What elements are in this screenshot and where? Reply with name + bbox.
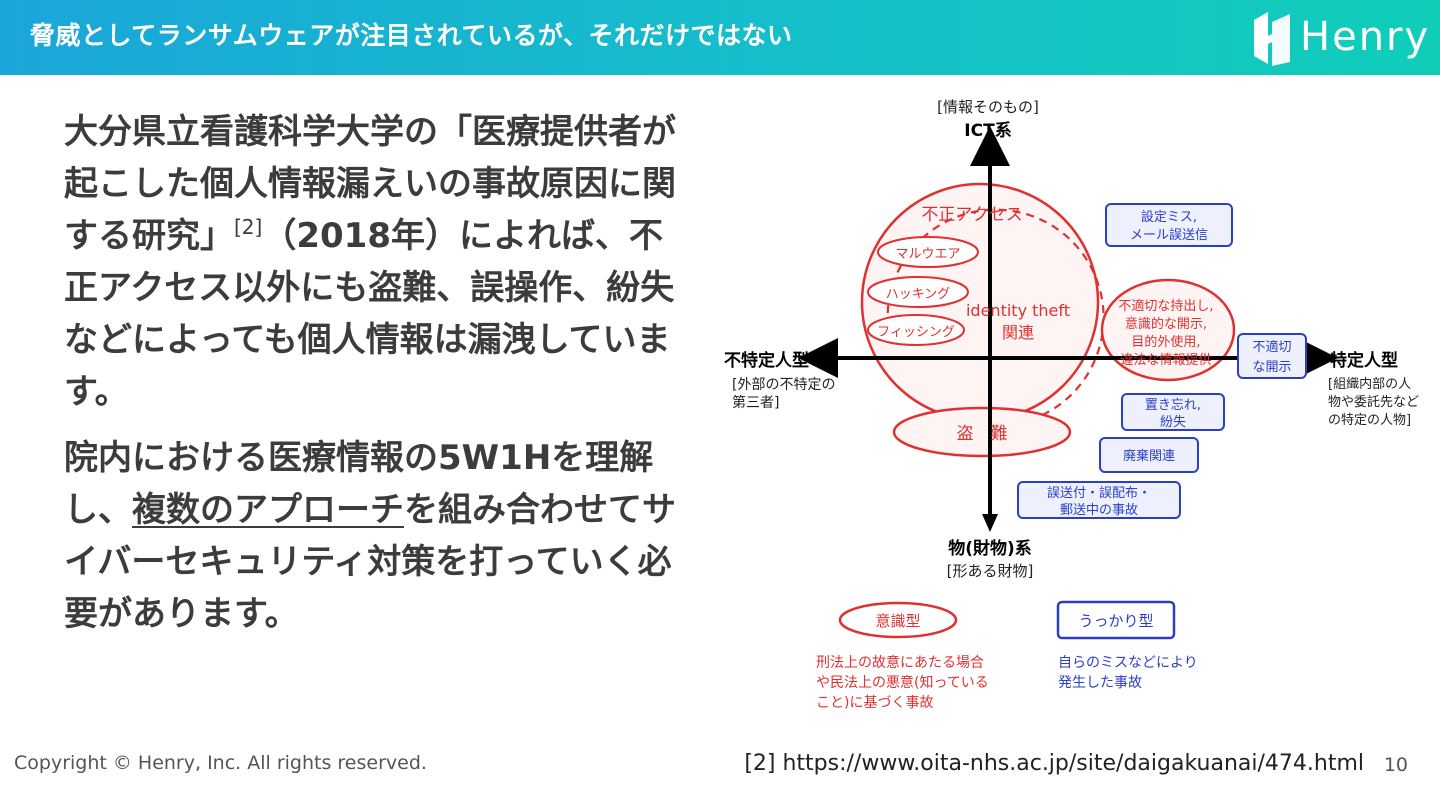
lost-line-1: 置き忘れ,	[1145, 398, 1201, 413]
careless-desc-1: 自らのミスなどにより	[1058, 655, 1198, 671]
lost-box	[1121, 393, 1225, 431]
slide-title: 脅威としてランサムウェアが注目されているが、それだけではない	[30, 21, 793, 50]
left-label: 不特定人型	[724, 350, 809, 371]
conscious-desc-1: 刑法上の故意にあたる場合	[816, 654, 984, 671]
inappropriate-line-3: 目的外使用,	[1131, 334, 1200, 350]
inappropriate-ellipse	[1100, 278, 1236, 382]
settings-error-line-2: メール誤送信	[1130, 227, 1208, 243]
axis-down-arrowhead	[982, 514, 998, 532]
right-note-1: [組織内部の人	[1328, 376, 1411, 392]
legend-conscious-ellipse	[838, 601, 958, 639]
phishing-ellipse	[867, 314, 965, 346]
inappropriate-line-4: 違法な情報提供	[1120, 352, 1211, 368]
body-text: 大分県立看護科学大学の「医療提供者が起こした個人情報漏えいの事故原因に関する研究…	[64, 106, 680, 640]
hacking-ellipse	[867, 276, 969, 308]
henry-logo: Henry	[1252, 10, 1428, 66]
disposal-label: 廃棄関連	[1123, 448, 1175, 464]
improper-disclosure-box	[1237, 333, 1307, 379]
identity-theft-label-2: 関連	[1002, 323, 1034, 342]
right-note-3: の特定の人物]	[1328, 413, 1411, 428]
settings-error-box	[1105, 203, 1233, 247]
right-label: 特定人型	[1330, 350, 1398, 371]
conscious-desc-3: こと)に基づく事故	[816, 694, 933, 711]
right-note-2: 物や委託先など	[1328, 394, 1419, 410]
inappropriate-line-2: 意識的な開示,	[1125, 316, 1207, 332]
underlined-phrase: 複数のアプローチ	[132, 490, 404, 530]
diagram-svg: [情報そのもの] ICT系 物(財物)系 [形ある財物] 不特定人型 [外部の不…	[724, 98, 1419, 711]
theft-ellipse	[892, 406, 1072, 458]
legend-careless-label: うっかり型	[1078, 612, 1153, 630]
paragraph-approach-rest: を組み合わせてサイバーセキュリティ対策を打っていく必要があります。	[64, 490, 676, 634]
identity-theft-label: identity theft	[966, 301, 1070, 320]
incident-cause-diagram: [情報そのもの] ICT系 物(財物)系 [形ある財物] 不特定人型 [外部の不…	[718, 92, 1440, 722]
copyright: Copyright © Henry, Inc. All rights reser…	[14, 752, 427, 774]
unauthorized-access-label: 不正アクセス	[921, 205, 1022, 225]
henry-logo-icon	[1254, 12, 1290, 66]
legend-conscious-label: 意識型	[875, 612, 920, 630]
paragraph-research-rest: （2018年）によれば、不正アクセス以外にも盗難、誤操作、紛失などによっても個人…	[64, 216, 675, 412]
careless-desc-2: 発生した事故	[1058, 675, 1142, 691]
bottom-label: 物(財物)系	[948, 538, 1032, 559]
settings-error-line-1: 設定ミス,	[1141, 209, 1197, 225]
improper-disclosure-line-2: な開示	[1252, 360, 1291, 375]
misdelivery-line-1: 誤送付・誤配布・	[1047, 485, 1151, 501]
theft-label: 盗 難	[957, 424, 1008, 444]
misdelivery-box	[1017, 481, 1181, 519]
top-label: ICT系	[964, 121, 1011, 141]
left-note-1: [外部の不特定の	[732, 377, 835, 393]
logo-wordmark: Henry	[1300, 14, 1431, 60]
improper-disclosure-line-1: 不適切	[1252, 339, 1291, 355]
paragraph-approach-lead: 院内における医療情報の5W1Hを理解し、	[64, 438, 654, 530]
legend-careless-box	[1056, 600, 1176, 640]
paragraph-research-lead: 大分県立看護科学大学の「医療提供者が起こした個人情報漏えいの事故原因に関する研究…	[64, 112, 676, 256]
lost-line-2: 紛失	[1160, 415, 1186, 430]
misdelivery-line-2: 郵送中の事故	[1060, 503, 1138, 518]
disposal-box	[1099, 437, 1199, 473]
bottom-note: [形ある財物]	[947, 562, 1034, 580]
top-note: [情報そのもの]	[937, 98, 1039, 116]
paragraph-approach: 院内における医療情報の5W1Hを理解し、複数のアプローチを組み合わせてサイバーセ…	[64, 432, 680, 640]
reference-link[interactable]: [2] https://www.oita-nhs.ac.jp/site/daig…	[744, 751, 1364, 776]
page-number: 10	[1383, 754, 1408, 776]
left-note-2: 第三者]	[732, 394, 779, 411]
header-bar: 脅威としてランサムウェアが注目されているが、それだけではない Henry	[0, 0, 1440, 75]
conscious-desc-2: や民法上の悪意(知っている	[816, 674, 989, 691]
phishing-label: フィッシング	[877, 325, 955, 340]
inappropriate-line-1: 不適切な持出し,	[1118, 298, 1213, 314]
hacking-label: ハッキング	[886, 287, 951, 302]
paragraph-research: 大分県立看護科学大学の「医療提供者が起こした個人情報漏えいの事故原因に関する研究…	[64, 106, 680, 418]
malware-label: マルウエア	[895, 247, 960, 262]
citation-ref: [2]	[234, 215, 263, 239]
malware-ellipse	[877, 236, 979, 268]
